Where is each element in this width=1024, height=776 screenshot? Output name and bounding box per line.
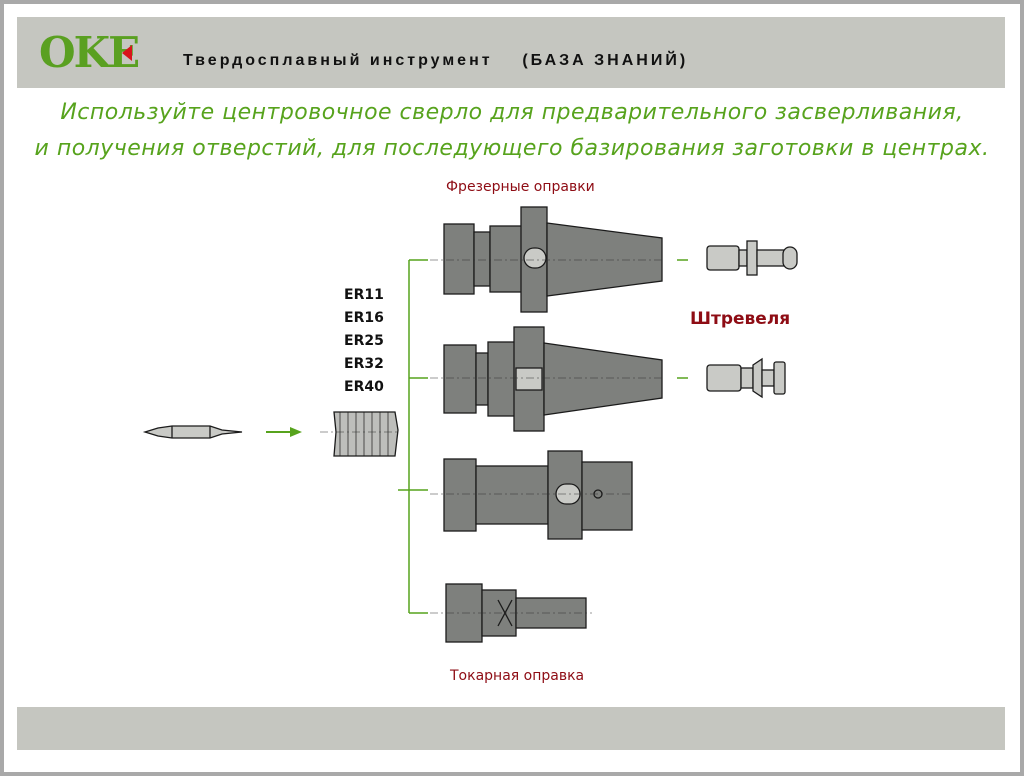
oke-logo: OKE — [39, 28, 140, 77]
pull-studs-label: Штревеля — [690, 309, 791, 329]
subtitle-line-1: Используйте центровочное сверло для пред… — [60, 100, 964, 125]
lathe-holder-label: Токарная оправка — [450, 668, 585, 684]
milling-holder-3 — [443, 450, 633, 540]
er-collet-icon — [333, 411, 399, 457]
pull-stud-2 — [706, 357, 786, 399]
milling-holder-1 — [443, 206, 663, 313]
collet-size: ER32 — [344, 356, 384, 372]
collet-size: ER25 — [344, 333, 384, 349]
collet-size: ER11 — [344, 287, 384, 303]
arrow-icon — [266, 427, 302, 437]
center-drill-icon — [142, 425, 243, 439]
milling-holder-2 — [443, 326, 663, 432]
collet-size: ER16 — [344, 310, 384, 326]
pull-stud-1 — [706, 240, 798, 276]
collet-size: ER40 — [344, 379, 384, 395]
bracket-lines — [398, 259, 688, 614]
header-title: Твердосплавный инструмент (БАЗА ЗНАНИЙ) — [183, 52, 689, 69]
header-bar: OKE Твердосплавный инструмент (БАЗА ЗНАН… — [17, 17, 1005, 88]
milling-holders-label: Фрезерные оправки — [446, 179, 595, 195]
footer-bar — [17, 707, 1005, 750]
collet-size-list: ER11 ER16 ER25 ER32 ER40 — [344, 284, 384, 399]
subtitle-line-2: и получения отверстий, для последующего … — [34, 136, 990, 161]
